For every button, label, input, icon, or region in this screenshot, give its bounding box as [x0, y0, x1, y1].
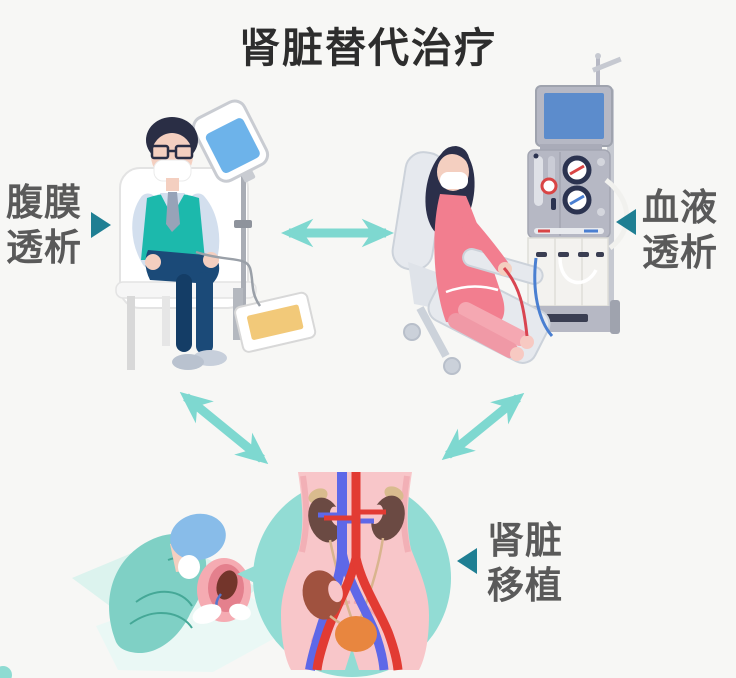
dialysis-machine	[524, 53, 630, 334]
label-line: 移植	[487, 565, 563, 606]
tie	[166, 192, 180, 232]
label-peritoneal-dialysis: 腹膜 透析	[6, 180, 82, 270]
blood-tubes	[502, 257, 598, 337]
face-mask	[153, 159, 192, 182]
surgeon	[109, 513, 226, 654]
drainage-bag	[234, 291, 317, 353]
label-line: 腹膜	[6, 182, 82, 223]
hair	[149, 119, 195, 150]
pointer-left-icon	[457, 548, 477, 574]
donor-kidney	[216, 570, 238, 600]
torso-anatomy	[281, 472, 429, 671]
bladder	[335, 616, 377, 652]
aorta	[312, 472, 403, 671]
page-title: 肾脏替代治疗	[239, 25, 497, 71]
pointer-left-icon	[616, 209, 636, 235]
label-line: 肾脏	[487, 520, 563, 561]
arrow-diagonal-left	[179, 391, 269, 465]
transplanted-kidney	[302, 570, 343, 620]
label-line: 血液	[642, 187, 718, 228]
label-hemodialysis: 血液 透析	[642, 185, 718, 275]
kidney-transplant-illustration	[72, 472, 451, 677]
label-line: 透析	[6, 227, 82, 268]
iv-bag	[192, 99, 270, 183]
arrow-diagonal-right	[441, 392, 525, 461]
surgeon-mask	[178, 555, 200, 579]
face-mask	[440, 172, 468, 189]
corner-accent-dot	[0, 666, 12, 678]
female-patient	[425, 146, 544, 361]
exchange-arrows	[179, 218, 525, 465]
pointer-right-icon	[91, 212, 111, 238]
label-line: 透析	[642, 232, 718, 273]
catheter-tube	[195, 250, 262, 307]
monitor-screen	[544, 93, 604, 139]
surgical-cap	[170, 513, 226, 561]
label-kidney-transplant: 肾脏 移植	[487, 518, 563, 608]
hemodialysis-illustration	[391, 53, 630, 375]
peritoneal-dialysis-illustration	[115, 99, 317, 370]
